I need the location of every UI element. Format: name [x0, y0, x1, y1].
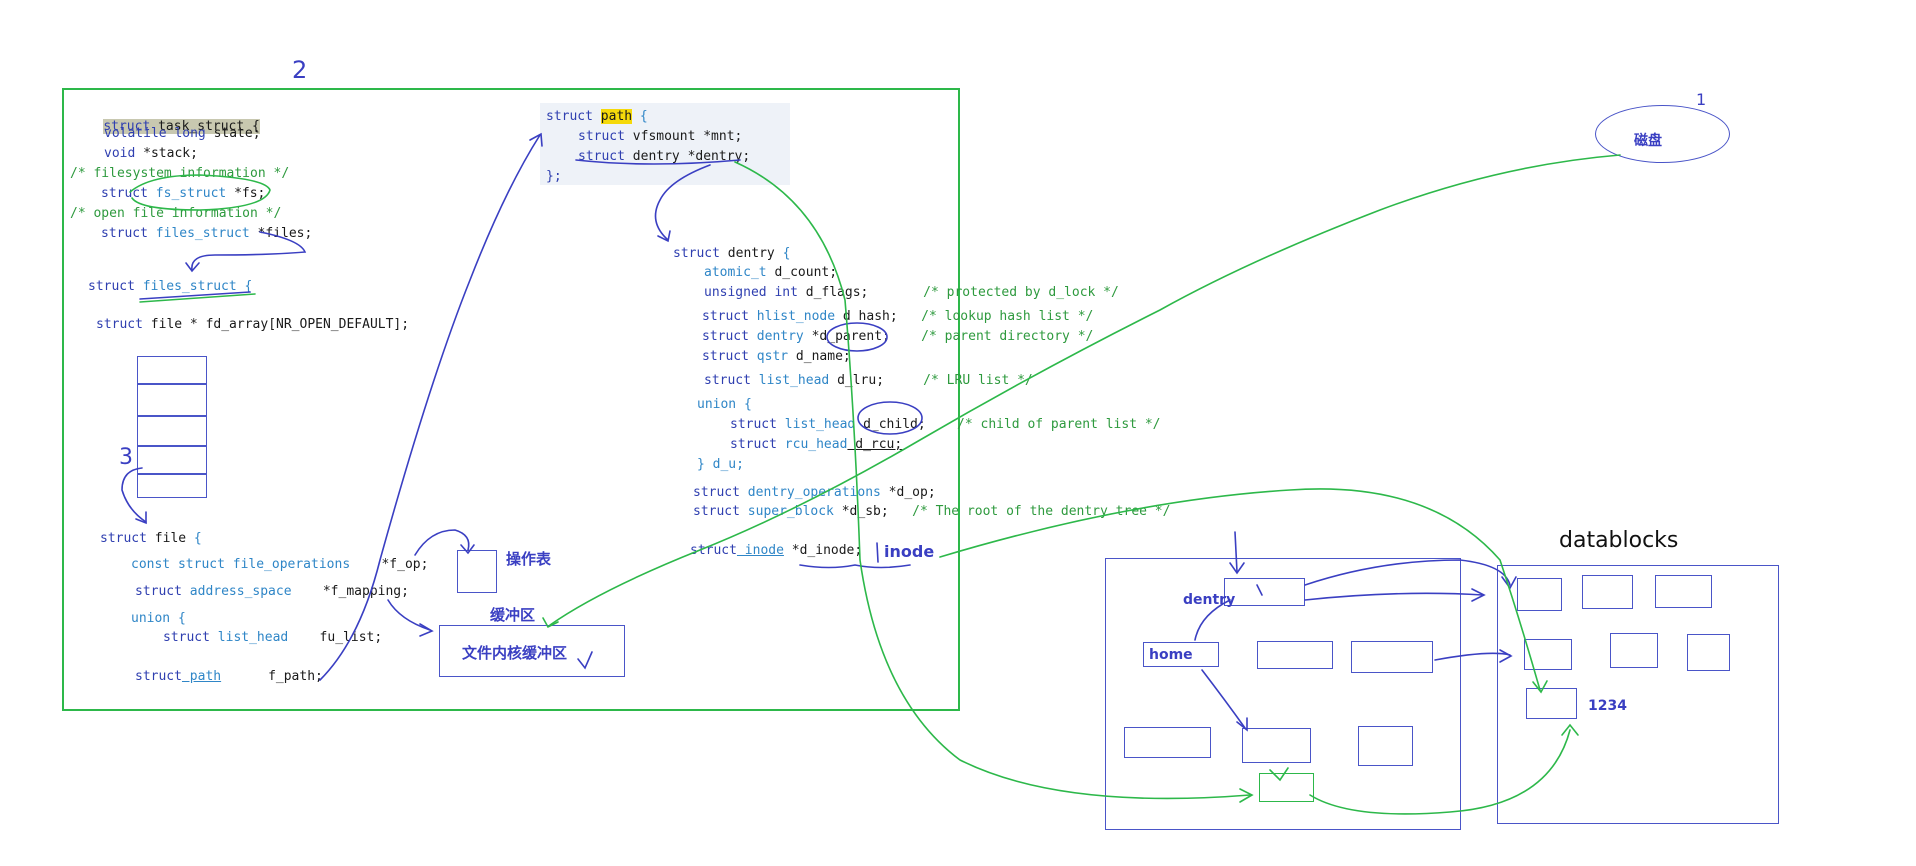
buffer-label: 缓冲区 [490, 606, 536, 624]
fd-array-slot [137, 446, 207, 474]
dentry-line-2: atomic_t d_count; [704, 265, 838, 280]
path-panel [540, 103, 790, 185]
data-block [1526, 688, 1577, 719]
block-id-label: 1234 [1588, 698, 1627, 714]
process-frame [62, 88, 960, 711]
f-op-to-op-table-arrow [414, 529, 470, 556]
path-line-4: }; [546, 169, 562, 184]
operation-table-box [457, 550, 497, 593]
task-line-7: struct files_struct *files; [101, 226, 313, 241]
inode-block [1358, 726, 1413, 766]
file-line-2: const struct file_operations *f_op; [131, 557, 429, 572]
files-line-1: struct files_struct { [88, 279, 253, 294]
home-label: home [1149, 647, 1193, 663]
operation-table-label: 操作表 [506, 550, 552, 568]
inode-annotation: inode [884, 542, 935, 561]
dentry-line-14: struct inode *d_inode; [690, 543, 863, 558]
kernel-buffer-label: 文件内核缓冲区 [462, 644, 568, 662]
inode-block [1124, 727, 1211, 758]
file-line-5: struct list_head fu_list; [163, 630, 383, 645]
dentry-line-13: struct super_block *d_sb; /* The root of… [693, 504, 1171, 519]
disk-ellipse [1595, 105, 1730, 163]
dentry-line-12: struct dentry_operations *d_op; [693, 485, 936, 500]
fs-circle [129, 174, 271, 211]
file-line-6: struct path f_path; [135, 669, 323, 684]
dentry-line-7: struct list_head d_lru; /* LRU list */ [704, 373, 1033, 388]
disk-label: 磁盘 [1634, 133, 1662, 149]
fd-array-slot [137, 474, 207, 498]
inode-to-datablocks-curve [939, 488, 1541, 691]
mark-2: 2 [292, 56, 308, 84]
fd-array-slot [137, 384, 207, 416]
path-line-1: struct path { [546, 109, 648, 124]
datablocks-region [1497, 565, 1779, 824]
datablocks-title: datablocks [1559, 528, 1679, 553]
kernel-buffer-box [439, 625, 625, 677]
inode-block [1224, 578, 1305, 606]
task-line-6: /* open file information */ [70, 206, 282, 221]
file-line-4: union { [131, 611, 186, 626]
data-block [1524, 639, 1572, 670]
mark-1: 1 [1696, 90, 1707, 109]
files-to-files-struct-arrow [191, 231, 307, 271]
mark-3: 3 [119, 445, 133, 470]
inode-block [1257, 641, 1333, 669]
task-line-3: void *stack; [104, 146, 198, 161]
task-line-5: struct fs_struct *fs; [101, 186, 266, 201]
inode-block-new [1259, 773, 1314, 802]
dentry-line-10: struct rcu_head d_rcu; [730, 437, 903, 452]
data-block [1610, 633, 1658, 668]
file-line-3: struct address_space *f_mapping; [135, 584, 409, 599]
dentry-to-data-arrow [1304, 592, 1484, 601]
path-to-dentry-arrow [654, 164, 711, 241]
disk-to-buffer-curve [549, 154, 1621, 626]
fd-array-slot [137, 356, 207, 384]
dentry-to-inode-curve [734, 161, 1251, 800]
path-line-2: struct vfsmount *mnt; [578, 129, 743, 144]
dentry-line-11: } d_u; [697, 457, 744, 472]
dentry-line-5: struct dentry *d_parent; /* parent direc… [702, 329, 1094, 344]
task-line-4: /* filesystem information */ [70, 166, 290, 181]
fd-array-slot [137, 416, 207, 446]
inode-block [1242, 728, 1311, 763]
dentry-line-6: struct qstr d_name; [702, 349, 851, 364]
inode-region [1105, 558, 1461, 830]
dentry-line-1: struct dentry { [673, 246, 791, 261]
dentry-line-3: unsigned int d_flags; /* protected by d_… [704, 285, 1119, 300]
fd-to-file-arrow [121, 467, 147, 523]
f-mapping-to-buffer-arrow [387, 599, 431, 631]
data-block [1687, 634, 1730, 671]
dentry-line-8: union { [697, 397, 752, 412]
inode-block [1351, 641, 1433, 673]
data-block [1582, 575, 1633, 609]
data-block [1655, 575, 1712, 608]
inode-block [1143, 642, 1219, 667]
task-line-1: struct task_struct { [103, 119, 260, 134]
dentry-line-9: struct list_head d_child; /* child of pa… [730, 417, 1161, 432]
file-line-1: struct file { [100, 531, 202, 546]
data-block [1517, 578, 1562, 611]
f-path-to-path-arrow [319, 134, 541, 681]
task-line-2: volatile long state; [104, 126, 261, 141]
files-line-2: struct file * fd_array[NR_OPEN_DEFAULT]; [96, 317, 410, 332]
dentry-line-4: struct hlist_node d_hash; /* lookup hash… [702, 309, 1094, 324]
